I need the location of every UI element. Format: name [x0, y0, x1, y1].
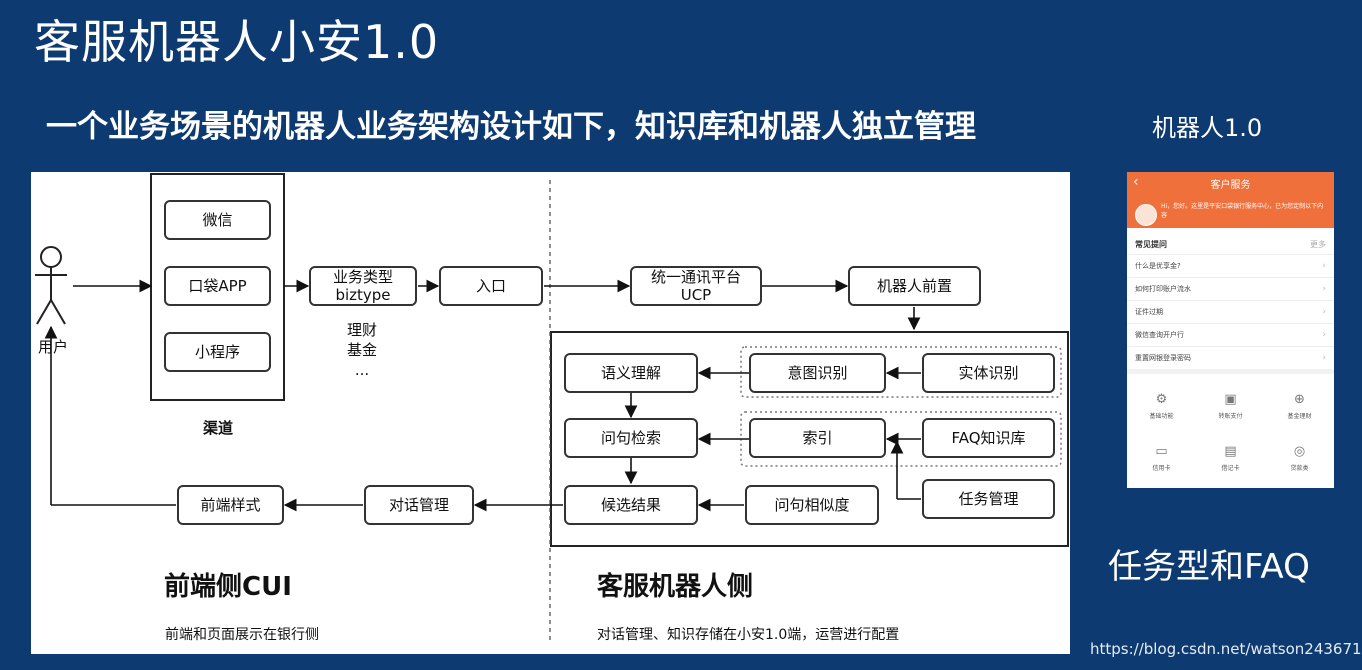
channel-pocket-app: 口袋APP [164, 266, 271, 306]
diagram-connectors [35, 173, 1069, 644]
slide-title: 客服机器人小安1.0 [34, 15, 440, 69]
semantic-box: 语义理解 [564, 353, 698, 393]
candidates-box: 候选结果 [564, 485, 698, 525]
grid-item-basic[interactable]: ⚙基础功能 [1149, 392, 1174, 420]
index-box: 索引 [749, 418, 886, 458]
grid-item-fund[interactable]: ⊕基金理财 [1287, 392, 1312, 420]
service-grid: ⚙基础功能 ▣转账支付 ⊕基金理财 ▭信用卡 ▤借记卡 ◎贷款类 [1127, 369, 1334, 484]
faq-title: 常见提问 [1135, 240, 1167, 249]
chevron-right-icon: › [1322, 261, 1326, 271]
front-side-desc: 前端和页面展示在银行侧 [165, 627, 319, 643]
front-side-title: 前端侧CUI [164, 572, 292, 602]
chevron-left-icon[interactable]: ‹ [1133, 174, 1139, 190]
card-icon: ▭ [1155, 444, 1168, 459]
channel-wechat: 微信 [164, 200, 271, 240]
phone-header: ‹ 客户服务 Hi，您好。这里是平安口袋银行服务中心，已为您定制以下内容 [1127, 172, 1334, 228]
faq-item[interactable]: 什么是优享金?› [1127, 254, 1334, 277]
lock-icon: ⊕ [1294, 392, 1305, 407]
faq-more-link[interactable]: 更多 [1310, 240, 1326, 249]
intent-box: 意图识别 [749, 353, 886, 393]
entry-box: 入口 [439, 266, 543, 306]
phone-header-title: 客户服务 [1210, 180, 1251, 191]
chevron-right-icon: › [1322, 307, 1326, 317]
similarity-box: 问句相似度 [745, 485, 879, 525]
chevron-right-icon: › [1322, 353, 1326, 363]
phone-mockup: ‹ 客户服务 Hi，您好。这里是平安口袋银行服务中心，已为您定制以下内容 常见提… [1127, 172, 1334, 488]
channel-mini-program: 小程序 [164, 332, 271, 372]
gear-icon: ⚙ [1155, 392, 1168, 407]
grid-item-credit[interactable]: ▭信用卡 [1152, 444, 1171, 472]
channels-label: 渠道 [202, 419, 233, 437]
faq-header: 常见提问 更多 [1127, 228, 1334, 254]
retrieval-box: 问句检索 [564, 418, 698, 458]
slide-subtitle: 一个业务场景的机器人业务架构设计如下，知识库和机器人独立管理 [46, 109, 976, 145]
coin-icon: ◎ [1293, 444, 1306, 459]
grid-item-debit[interactable]: ▤借记卡 [1221, 444, 1240, 472]
faq-item[interactable]: 证件过期› [1127, 300, 1334, 323]
nlu-group [740, 346, 1062, 398]
front-style-box: 前端样式 [177, 485, 284, 525]
faq-item[interactable]: 微信查询开户行› [1127, 323, 1334, 346]
robot-front-box: 机器人前置 [848, 266, 981, 306]
biztype-examples: 理财 基金 ... [346, 321, 377, 379]
biztype-box: 业务类型 biztype [309, 266, 417, 306]
dialog-mgmt-box: 对话管理 [364, 485, 474, 525]
phone-greeting: Hi，您好。这里是平安口袋银行服务中心，已为您定制以下内容 [1161, 203, 1324, 219]
robot-version-title: 机器人1.0 [1152, 114, 1263, 142]
ucp-box: 统一通讯平台 UCP [630, 266, 762, 306]
wallet-icon: ▣ [1224, 392, 1237, 407]
faq-kb-box: FAQ知识库 [922, 418, 1055, 458]
robot-container [550, 331, 1069, 547]
architecture-diagram: 用户 微信 口袋APP 小程序 渠道 业务类型 biztype 理财 基金 ..… [31, 172, 1070, 654]
chevron-right-icon: › [1322, 284, 1326, 294]
entity-box: 实体识别 [922, 353, 1055, 393]
user-icon [35, 246, 67, 325]
grid-item-transfer[interactable]: ▣转账支付 [1218, 392, 1243, 420]
faq-item[interactable]: 重置网银登录密码› [1127, 346, 1334, 369]
robot-side-title: 客服机器人侧 [597, 572, 754, 602]
chevron-right-icon: › [1322, 330, 1326, 340]
grid-item-loan[interactable]: ◎贷款类 [1290, 444, 1309, 472]
user-label: 用户 [37, 338, 68, 356]
id-card-icon: ▤ [1224, 444, 1237, 459]
watermark: https://blog.csdn.net/watson243671 [1090, 640, 1362, 658]
task-faq-title: 任务型和FAQ [1108, 547, 1310, 587]
faq-item[interactable]: 如何打印账户流水› [1127, 277, 1334, 300]
avatar [1135, 204, 1157, 226]
robot-side-desc: 对话管理、知识存储在小安1.0端，运营进行配置 [597, 627, 900, 643]
task-mgmt-box: 任务管理 [922, 479, 1055, 519]
